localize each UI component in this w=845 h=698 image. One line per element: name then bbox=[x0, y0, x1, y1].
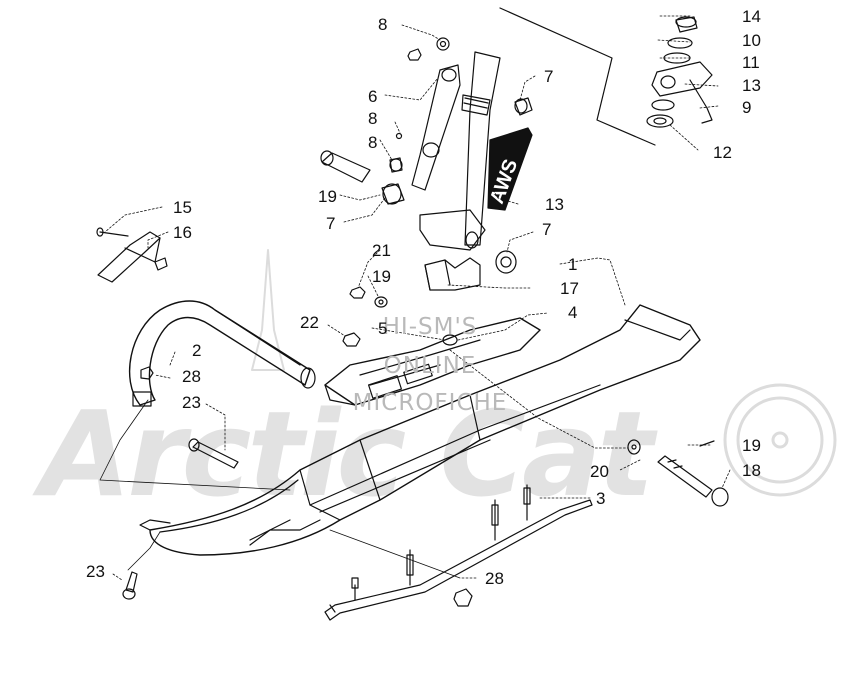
callout-24: 21 bbox=[372, 241, 391, 260]
callout-14: 13 bbox=[742, 76, 761, 95]
damper-block-20 bbox=[424, 257, 481, 291]
rivet-28-left bbox=[140, 366, 154, 380]
callout-8-second: 8 bbox=[368, 133, 378, 152]
washer-23-upper bbox=[374, 296, 388, 308]
washer-23-right bbox=[627, 439, 641, 455]
nut-24 bbox=[349, 286, 366, 299]
callout-17: 14 bbox=[742, 7, 761, 26]
callout-13-lower: 12 bbox=[713, 143, 732, 162]
spindle bbox=[419, 51, 501, 251]
callout-26: 23 bbox=[86, 562, 105, 581]
washer-13-lower bbox=[646, 114, 674, 128]
watermark-spire bbox=[251, 249, 285, 371]
callout-25: 22 bbox=[300, 313, 319, 332]
bushing-7-right bbox=[495, 250, 517, 274]
cap-17 bbox=[675, 16, 698, 33]
callout-4: 4 bbox=[568, 303, 578, 322]
callout-9: 8 bbox=[368, 109, 378, 128]
watermark-line-3: MICROFICHE bbox=[352, 390, 508, 416]
bushing-8-lower bbox=[389, 132, 403, 173]
callout-12: 10 bbox=[742, 31, 761, 50]
callout-18-label: 16 bbox=[173, 223, 192, 242]
ski-handle bbox=[128, 300, 316, 407]
wear-bar bbox=[324, 484, 593, 621]
ski-body bbox=[139, 304, 701, 556]
washer-10 bbox=[436, 37, 450, 51]
callout-8-right: 7 bbox=[544, 67, 554, 86]
bushing-7-left bbox=[381, 183, 405, 205]
spindle-arm bbox=[411, 64, 461, 191]
aws-decal bbox=[487, 127, 533, 211]
ski-saddle bbox=[324, 317, 541, 406]
callout-1: 1 bbox=[568, 255, 578, 274]
callout-27: 23 bbox=[182, 393, 201, 412]
callout-16: 13 bbox=[545, 195, 564, 214]
steering-arm bbox=[651, 61, 713, 124]
bracket-18 bbox=[96, 227, 168, 283]
bolt-27 bbox=[188, 438, 239, 469]
callout-19: 15 bbox=[173, 198, 192, 217]
callout-11: 9 bbox=[742, 98, 752, 117]
bushing-8-upper bbox=[514, 97, 533, 116]
callout-15: 19 bbox=[318, 187, 337, 206]
callout-23-right: 20 bbox=[590, 462, 609, 481]
watermark-line-2: ONLINE bbox=[383, 353, 477, 379]
callout-22-final: 19 bbox=[742, 436, 761, 455]
callout-10: 8 bbox=[378, 15, 388, 34]
callout-2: 2 bbox=[192, 341, 202, 360]
pin-15 bbox=[320, 150, 371, 183]
callout-21: 18 bbox=[742, 461, 761, 480]
frame-line-steering bbox=[499, 7, 656, 146]
callout-7b: 7 bbox=[542, 220, 552, 239]
bolt-26 bbox=[122, 571, 138, 600]
callout-28-left: 28 bbox=[182, 367, 201, 386]
callout-6: 6 bbox=[368, 87, 378, 106]
watermark-line-1: HI-SM'S bbox=[382, 314, 478, 340]
watermark-wheel bbox=[723, 383, 837, 497]
washer-12 bbox=[667, 37, 693, 49]
callout-7-left: 7 bbox=[326, 214, 336, 233]
callout-28-lower: 28 bbox=[485, 569, 504, 588]
callout-3: 3 bbox=[596, 489, 606, 508]
callout-13-upper: 11 bbox=[742, 53, 760, 72]
nut-10 bbox=[407, 48, 422, 61]
callout-5: 5 bbox=[378, 319, 388, 338]
nut-28-lower bbox=[453, 588, 473, 607]
callout-23-upper: 19 bbox=[372, 267, 391, 286]
bolt-21 bbox=[657, 455, 729, 507]
callout-20: 17 bbox=[560, 279, 579, 298]
nut-25 bbox=[342, 332, 361, 347]
